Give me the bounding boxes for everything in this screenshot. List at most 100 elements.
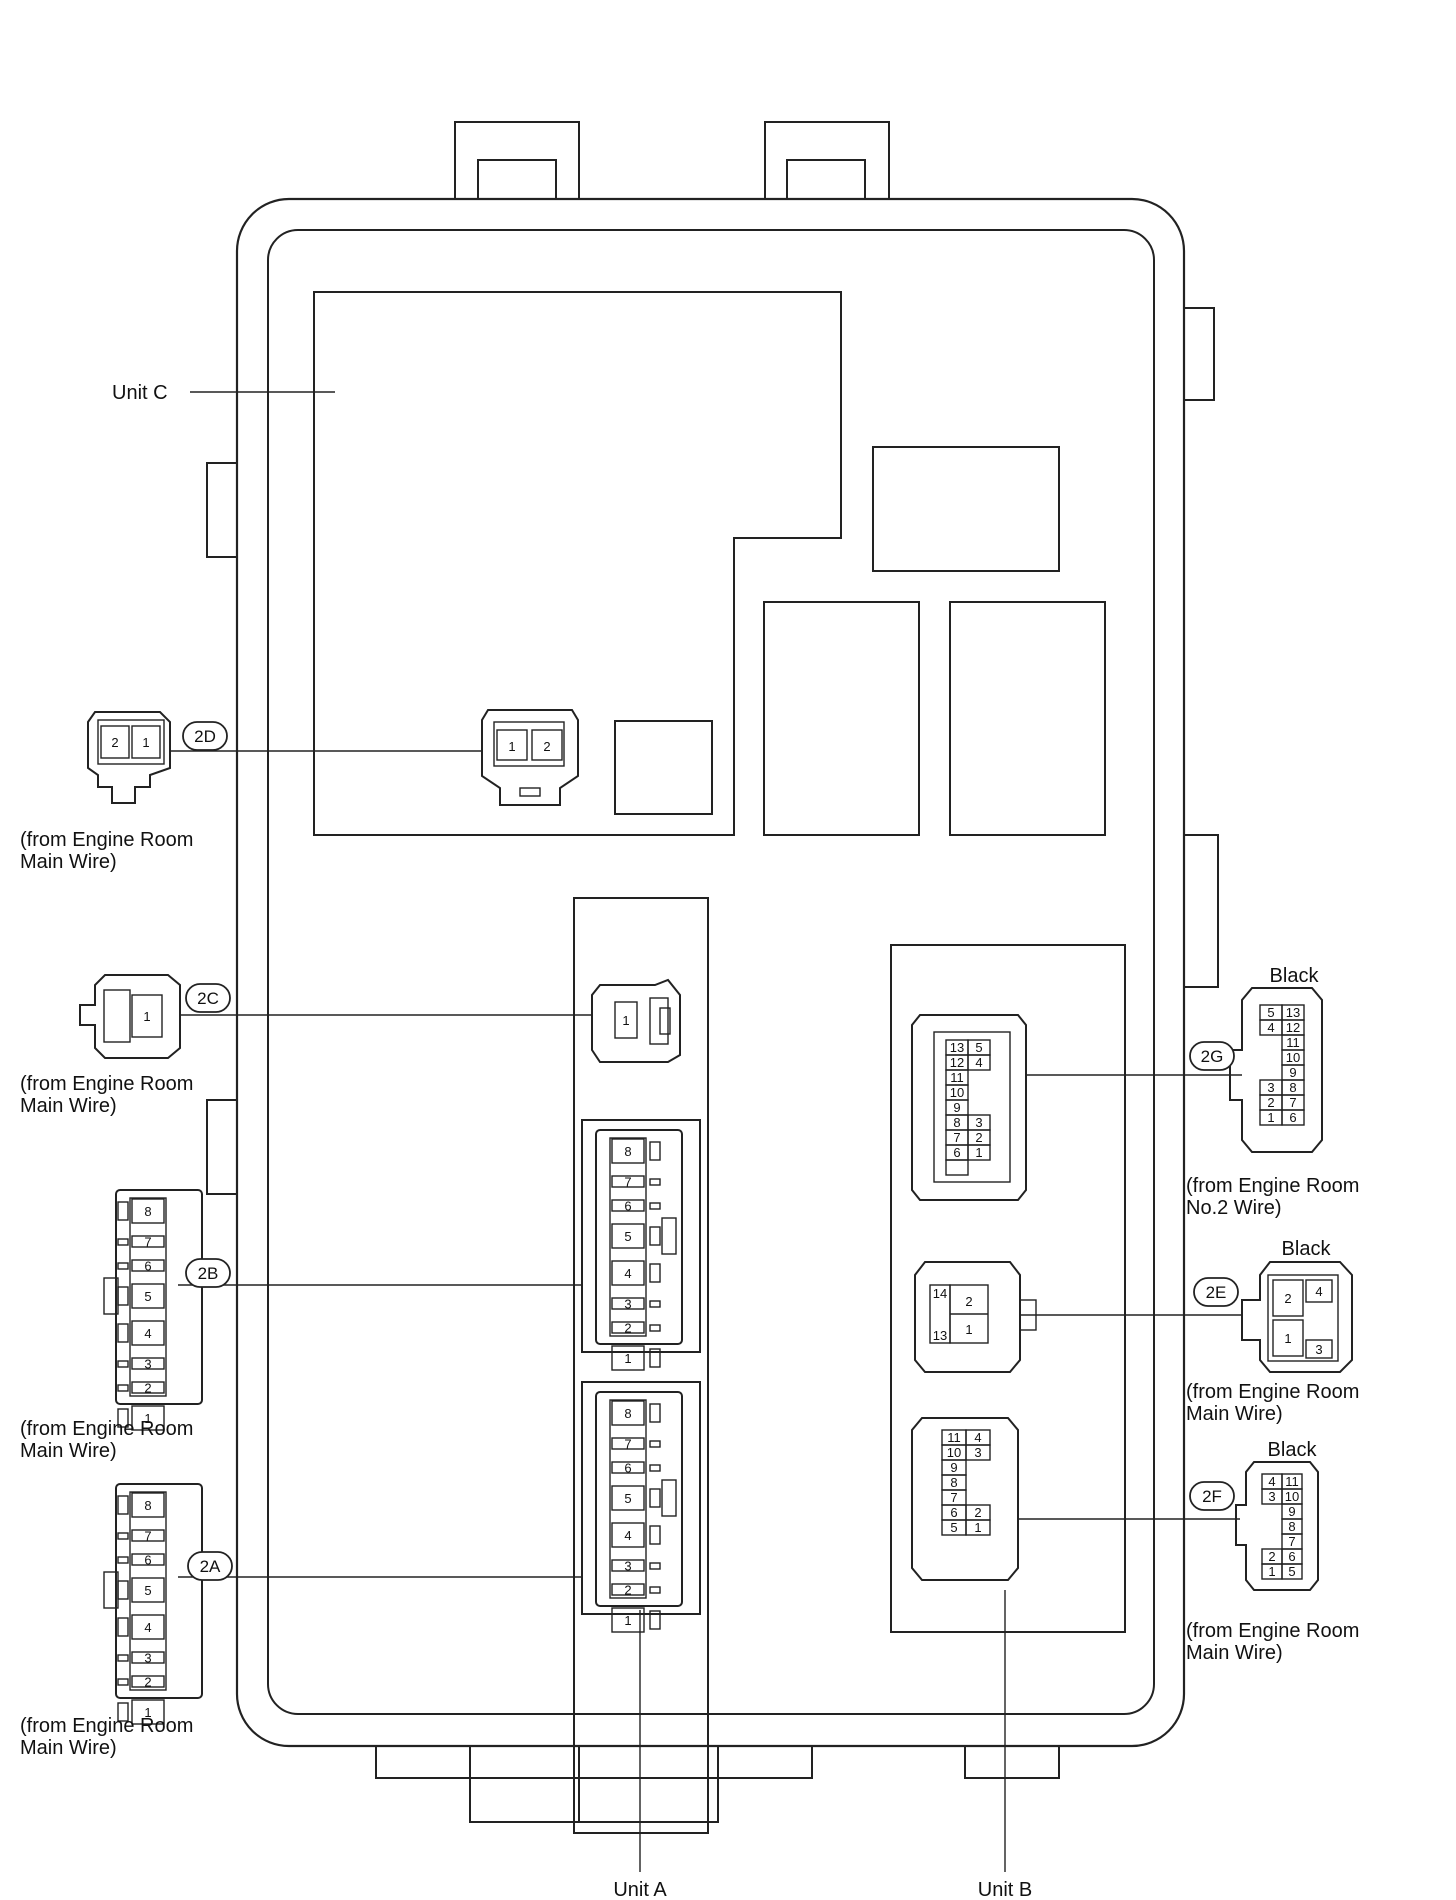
source-line: (from Engine Room bbox=[1186, 1175, 1359, 1197]
unit-b-2e-socket: 14 2 13 1 bbox=[914, 1261, 1037, 1373]
unit-a-2a-frame bbox=[581, 1381, 701, 1615]
pin-cell bbox=[611, 1559, 645, 1572]
pin-label: 2 bbox=[1284, 1291, 1291, 1306]
pin-cell bbox=[131, 1699, 165, 1725]
pin-cell bbox=[131, 1675, 165, 1688]
tag-2e: 2E bbox=[1193, 1277, 1239, 1307]
pin-cell bbox=[131, 1529, 165, 1542]
pin-label: 10 bbox=[947, 1445, 961, 1460]
tag-label: 2B bbox=[198, 1264, 219, 1283]
color-label-2e: Black bbox=[1282, 1238, 1332, 1260]
source-line: Main Wire) bbox=[20, 851, 117, 873]
pin-label: 4 bbox=[1315, 1284, 1322, 1299]
pin-label: 3 bbox=[1315, 1342, 1322, 1357]
bottom-tab-right bbox=[964, 1743, 1060, 1779]
side-tab-right-middle bbox=[1181, 834, 1219, 988]
pin-label: 1 bbox=[1268, 1564, 1275, 1579]
pin-cell bbox=[611, 1223, 645, 1249]
pin-label: 13 bbox=[933, 1328, 947, 1343]
pin-cell bbox=[131, 1492, 165, 1518]
pin-cell bbox=[131, 1553, 165, 1566]
tag-label: 2E bbox=[1206, 1283, 1227, 1302]
leader-lines bbox=[170, 391, 1242, 1872]
pin-cell bbox=[945, 1159, 969, 1176]
unit-b-outline bbox=[890, 944, 1126, 1633]
pin-label: 6 bbox=[144, 1553, 151, 1568]
pin-cell bbox=[131, 1357, 165, 1370]
pin-cell bbox=[611, 1400, 645, 1426]
housing-outer bbox=[235, 197, 1186, 1748]
pin-label: 10 bbox=[1285, 1489, 1299, 1504]
pin-label: 6 bbox=[1289, 1110, 1296, 1125]
source-line: Main Wire) bbox=[20, 1737, 117, 1759]
pin-label: 6 bbox=[144, 1259, 151, 1274]
pin-label: 11 bbox=[1286, 1035, 1300, 1050]
pin-label: 1 bbox=[144, 1705, 151, 1720]
pin-label: 13 bbox=[950, 1040, 964, 1055]
pin-label: 9 bbox=[950, 1460, 957, 1475]
pin-label: 14 bbox=[933, 1286, 947, 1301]
pin-label: 10 bbox=[950, 1085, 964, 1100]
pin-label: 3 bbox=[144, 1357, 151, 1372]
pin-label: 2 bbox=[144, 1381, 151, 1396]
unit-a-label: Unit A bbox=[613, 1879, 667, 1900]
pin-label: 1 bbox=[1267, 1110, 1274, 1125]
pin-label: 2 bbox=[624, 1321, 631, 1336]
pin-cell bbox=[131, 1405, 165, 1431]
tag-2c: 2C bbox=[185, 983, 231, 1013]
unit-c-2d-socket: 1 2 bbox=[481, 709, 579, 806]
pin-label: 8 bbox=[953, 1115, 960, 1130]
connector-2d: 2 1 bbox=[87, 711, 171, 804]
pin-label: 6 bbox=[624, 1199, 631, 1214]
pin-label: 1 bbox=[144, 1411, 151, 1426]
source-line: Main Wire) bbox=[20, 1095, 117, 1117]
tag-2b: 2B bbox=[185, 1258, 231, 1288]
pin-label: 5 bbox=[144, 1583, 151, 1598]
pin-label: 11 bbox=[947, 1430, 961, 1445]
bottom-tab-center bbox=[469, 1743, 719, 1823]
pin-label: 8 bbox=[1288, 1519, 1295, 1534]
pin-label: 7 bbox=[1288, 1534, 1295, 1549]
pin-label: 1 bbox=[508, 739, 515, 754]
pin-cell bbox=[611, 1138, 645, 1164]
pin-label: 11 bbox=[1285, 1474, 1299, 1489]
pin-label: 4 bbox=[624, 1266, 631, 1281]
pin-label: 13 bbox=[1286, 1005, 1300, 1020]
pin-label: 8 bbox=[624, 1406, 631, 1421]
pin-cell bbox=[1281, 1109, 1305, 1126]
pin-cell bbox=[965, 1444, 991, 1461]
tag-2f: 2F bbox=[1189, 1481, 1235, 1511]
pin-label: 7 bbox=[144, 1529, 151, 1544]
pin-cell bbox=[965, 1519, 991, 1536]
pin-label: 4 bbox=[1267, 1020, 1274, 1035]
pin-label: 3 bbox=[144, 1651, 151, 1666]
pin-label: 3 bbox=[624, 1559, 631, 1574]
pin-label: 4 bbox=[144, 1326, 151, 1341]
pin-cell bbox=[1281, 1563, 1303, 1580]
pin-label: 6 bbox=[1288, 1549, 1295, 1564]
side-tab-left-bottom bbox=[206, 1099, 240, 1195]
pin-label: 8 bbox=[144, 1498, 151, 1513]
pin-label: 1 bbox=[622, 1013, 629, 1028]
bottom-tab-wide bbox=[375, 1743, 813, 1779]
pin-cell bbox=[611, 1583, 645, 1596]
pin-label: 6 bbox=[953, 1145, 960, 1160]
pin-cell bbox=[131, 1320, 165, 1346]
pin-cell bbox=[967, 1054, 991, 1071]
pin-cell bbox=[611, 1461, 645, 1474]
pin-cell bbox=[611, 1485, 645, 1511]
source-line: (from Engine Room bbox=[20, 1073, 193, 1095]
pin-label: 9 bbox=[953, 1100, 960, 1115]
tag-label: 2A bbox=[200, 1557, 221, 1576]
pin-cell bbox=[131, 1198, 165, 1224]
pin-label: 3 bbox=[1268, 1489, 1275, 1504]
